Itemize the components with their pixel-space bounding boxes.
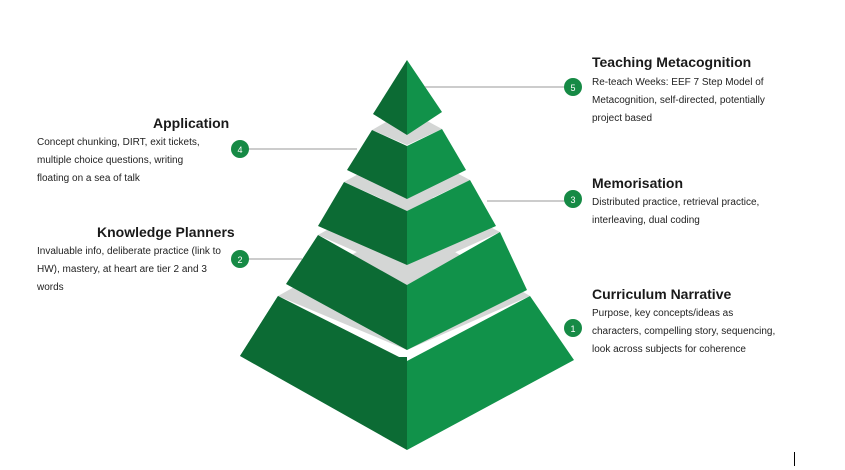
level-5-title: Teaching Metacognition <box>592 54 752 70</box>
badge-2-number: 2 <box>237 255 242 265</box>
pyramid-level-1-left-face-main <box>240 296 407 450</box>
pyramid-level-4-left-face <box>347 130 407 199</box>
pyramid-level-2-left-face <box>286 235 407 350</box>
pyramid-level-3-right-face <box>407 180 496 265</box>
pyramid-level-5 <box>373 60 442 135</box>
level-1-description: Purpose, key concepts/ideas as character… <box>592 308 776 355</box>
badge-5: 5 <box>564 78 582 96</box>
badge-1: 1 <box>564 319 582 337</box>
level-1-title: Curriculum Narrative <box>592 286 732 302</box>
connector-lines <box>246 86 566 260</box>
level-4-title: Application <box>153 115 230 131</box>
badge-4-number: 4 <box>237 145 242 155</box>
level-5-description: Re-teach Weeks: EEF 7 Step Model of Meta… <box>592 77 765 124</box>
level-4-description: Concept chunking, DIRT, exit tickets, mu… <box>37 137 200 184</box>
badge-2: 2 <box>231 250 249 268</box>
level-3-description: Distributed practice, retrieval practice… <box>592 197 760 226</box>
badge-1-number: 1 <box>570 324 575 334</box>
badge-4: 4 <box>231 140 249 158</box>
badge-5-number: 5 <box>570 83 575 93</box>
pyramid-level-5-right-face <box>407 60 442 135</box>
pyramid-level-3-left-face <box>318 182 407 265</box>
badge-3: 3 <box>564 190 582 208</box>
level-3-title: Memorisation <box>592 175 684 191</box>
level-2-description: Invaluable info, deliberate practice (li… <box>37 246 221 293</box>
pyramid-level-2-right-face <box>407 232 527 350</box>
text-cursor <box>794 452 795 466</box>
level-2-title: Knowledge Planners <box>97 224 235 240</box>
pyramid-level-5-left-face <box>373 60 407 135</box>
badge-3-number: 3 <box>570 195 575 205</box>
pyramid-level-1-right-face <box>407 296 574 450</box>
pyramid-level-3 <box>318 147 496 265</box>
pyramid-level-4-right-face <box>407 129 466 199</box>
